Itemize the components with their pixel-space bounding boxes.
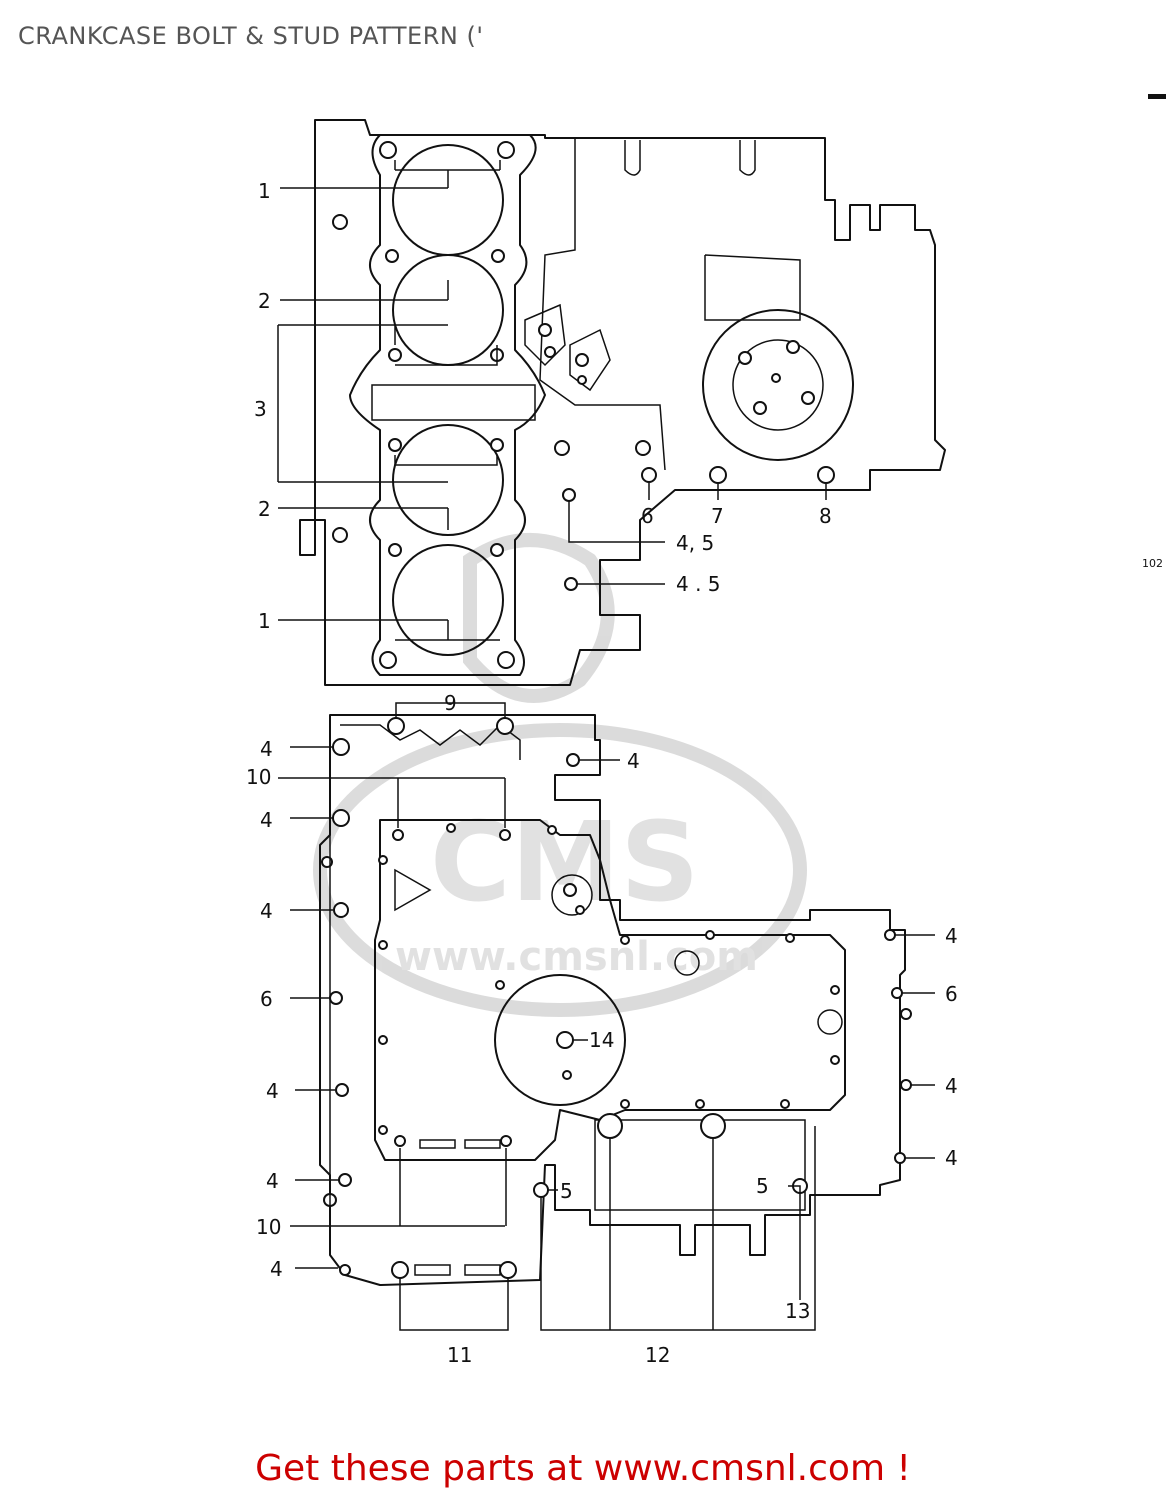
callout-14: 14 (589, 1028, 614, 1052)
callout-2-bottom: 2 (258, 497, 271, 521)
callout-10-top: 10 (246, 765, 271, 789)
callout-6-right: 6 (945, 982, 958, 1006)
reference-code: 102 (1142, 557, 1163, 570)
page-title: CRANKCASE BOLT & STUD PATTERN (' (18, 22, 484, 50)
callout-7: 7 (711, 504, 724, 528)
callout-4-d: 4 (260, 899, 273, 923)
callout-5-a: 5 (560, 1179, 573, 1203)
callout-10-bottom: 10 (256, 1215, 281, 1239)
callout-3: 3 (254, 397, 267, 421)
callout-4-c: 4 (260, 808, 273, 832)
callout-2-top: 2 (258, 289, 271, 313)
upper-crankcase: 1 2 3 2 1 6 7 8 4, 5 4 . 5 (254, 119, 946, 686)
callout-6-upper: 6 (641, 504, 654, 528)
cylinder-2 (392, 254, 504, 366)
callout-9: 9 (444, 691, 457, 715)
callout-4-5-b: 4 . 5 (676, 572, 721, 596)
cylinder-4 (392, 544, 504, 656)
callout-4-right-3: 4 (945, 1146, 958, 1170)
callout-4-e: 4 (266, 1079, 279, 1103)
callout-4-a: 4 (260, 737, 273, 761)
callout-4-right-1: 4 (945, 924, 958, 948)
cylinder-1 (392, 144, 504, 256)
callout-4-f: 4 (266, 1169, 279, 1193)
callout-5-b: 5 (756, 1174, 769, 1198)
callout-4-right-2: 4 (945, 1074, 958, 1098)
get-parts-link[interactable]: Get these parts at www.cmsnl.com ! (255, 1448, 911, 1489)
cylinder-3 (392, 424, 504, 536)
watermark-url: www.cmsnl.com (395, 934, 758, 980)
watermark-brand: CMS (430, 798, 699, 926)
callout-8: 8 (819, 504, 832, 528)
callout-1-bottom: 1 (258, 609, 271, 633)
callout-4-g: 4 (270, 1257, 283, 1281)
callout-12: 12 (645, 1343, 670, 1367)
callout-4-b: 4 (627, 749, 640, 773)
callout-13: 13 (785, 1299, 810, 1323)
callout-1-top: 1 (258, 179, 271, 203)
callout-4-5-a: 4, 5 (676, 531, 714, 555)
edge-mark (1148, 94, 1166, 99)
lower-crankcase: 9 4 4 10 4 4 6 4 4 10 4 11 12 13 14 5 5 … (246, 691, 958, 1367)
callout-11: 11 (447, 1343, 472, 1367)
callout-6-left: 6 (260, 987, 273, 1011)
